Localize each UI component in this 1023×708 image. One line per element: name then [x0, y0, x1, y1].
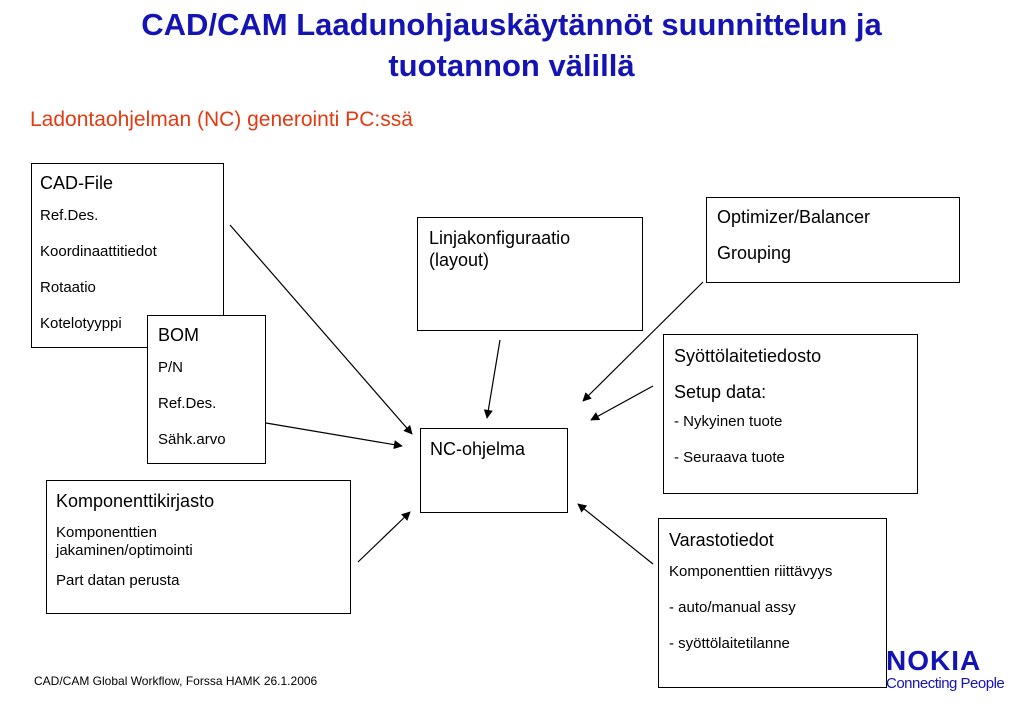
page-title: CAD/CAM Laadunohjauskäytännöt suunnittel… — [0, 4, 1023, 86]
varasto-item: - auto/manual assy — [669, 599, 796, 616]
cad-file-item: Koordinaattitiedot — [40, 243, 157, 260]
varasto-title: Varastotiedot — [669, 530, 774, 550]
cad-file-item: Kotelotyyppi — [40, 315, 122, 332]
title-line-1: CAD/CAM Laadunohjauskäytännöt suunnittel… — [141, 7, 882, 42]
nc-ohjelma-box: NC-ohjelma — [420, 428, 568, 513]
komp-item-line: jakaminen/optimointi — [56, 542, 193, 559]
varasto-item: - syöttölaitetilanne — [669, 635, 790, 652]
arrow-optimizer-to-nc — [582, 281, 704, 402]
arrow-varasto-to-nc — [577, 503, 654, 565]
cad-file-item: Ref.Des. — [40, 207, 99, 224]
arrow-komp-to-nc — [357, 511, 411, 563]
syotto-item: - Nykyinen tuote — [674, 413, 783, 430]
bom-title: BOM — [158, 325, 200, 345]
bom-box: BOM P/N Ref.Des. Sähk.arvo — [147, 315, 266, 464]
logo-word: NOKIA — [886, 645, 982, 676]
arrow-linja-to-nc — [483, 339, 501, 419]
komponenttikirjasto-box: Komponenttikirjasto Komponenttien jakami… — [46, 480, 351, 614]
varasto-item: Komponenttien riittävyys — [669, 563, 833, 580]
linja-line-2: (layout) — [429, 250, 490, 270]
bom-item: P/N — [158, 359, 184, 376]
linja-line-1: Linjakonfiguraatio — [429, 228, 571, 248]
optimizer-box: Optimizer/Balancer Grouping — [706, 197, 960, 283]
syotto-box: Syöttölaitetiedosto Setup data: - Nykyin… — [663, 334, 918, 494]
optimizer-title: Optimizer/Balancer — [717, 207, 871, 227]
komp-item-line: Komponenttien — [56, 524, 157, 541]
linja-box: Linjakonfiguraatio (layout) — [417, 217, 643, 331]
syotto-item: - Seuraava tuote — [674, 449, 785, 466]
syotto-title: Syöttölaitetiedosto — [674, 346, 822, 366]
cad-file-title: CAD-File — [40, 173, 114, 193]
arrow-bom-to-nc — [265, 422, 403, 450]
arrow-cad-file-to-nc — [229, 224, 413, 435]
komp-item: Part datan perusta — [56, 572, 180, 589]
syotto-subtitle: Setup data: — [674, 382, 767, 402]
page-subtitle: Ladontaohjelman (NC) generointi PC:ssä — [30, 108, 413, 131]
varasto-box: Varastotiedot Komponenttien riittävyys -… — [658, 518, 887, 688]
title-line-2: tuotannon välillä — [388, 48, 635, 83]
nokia-logo: NOKIA Connecting People — [886, 647, 1006, 693]
bom-item: Sähk.arvo — [158, 431, 226, 448]
nc-ohjelma-title: NC-ohjelma — [430, 439, 526, 459]
footer-text: CAD/CAM Global Workflow, Forssa HAMK 26.… — [34, 674, 318, 688]
bom-item: Ref.Des. — [158, 395, 217, 412]
optimizer-item: Grouping — [717, 243, 792, 263]
komp-title: Komponenttikirjasto — [56, 491, 215, 511]
cad-file-item: Rotaatio — [40, 279, 96, 296]
logo-tagline: Connecting People — [886, 675, 1005, 692]
arrow-syotto-to-nc — [590, 385, 654, 421]
